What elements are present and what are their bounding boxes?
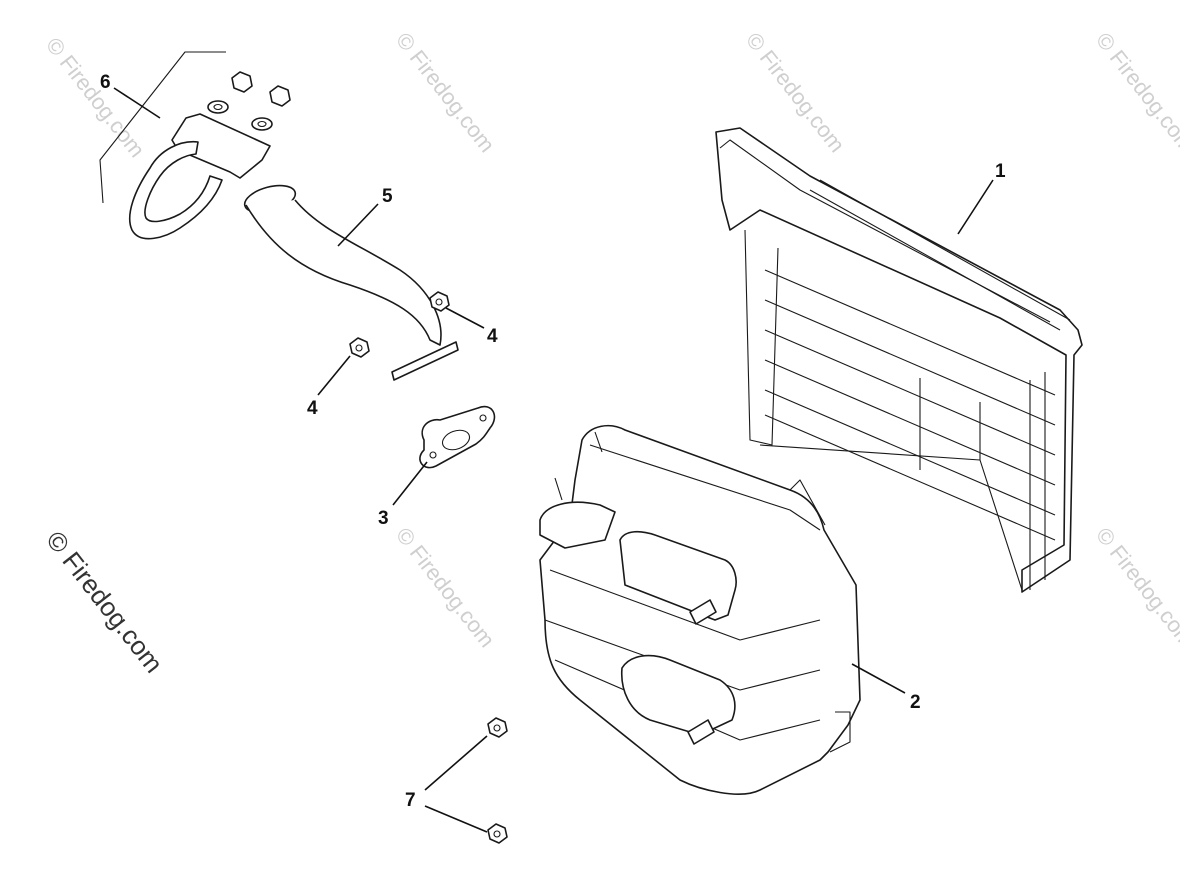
leader-lines	[113, 87, 994, 833]
washer-icon	[207, 100, 273, 131]
watermark-2: © Firedog.com	[391, 28, 500, 157]
part-7-nuts	[487, 717, 508, 844]
callout-2: 2	[910, 692, 921, 713]
leader-6	[113, 87, 161, 119]
leader-5	[337, 203, 379, 247]
part-2-muffler	[539, 424, 861, 795]
callout-3: 3	[378, 508, 389, 529]
leader-2	[851, 663, 906, 694]
leader-3	[392, 461, 428, 506]
watermark-main: © Firedog.com	[40, 525, 169, 678]
callout-5: 5	[382, 186, 393, 207]
callout-4b: 4	[307, 398, 318, 419]
leader-4b	[317, 355, 351, 396]
callout-7: 7	[405, 790, 416, 811]
guard-ribs	[764, 269, 1056, 590]
callout-1: 1	[995, 161, 1006, 182]
leader-1	[957, 179, 994, 235]
leader-7b	[424, 805, 488, 833]
watermark-3: © Firedog.com	[741, 28, 850, 157]
callout-6: 6	[100, 72, 111, 93]
nut-icon	[349, 337, 370, 358]
nut-icon	[429, 291, 450, 312]
part-1-muffler-guard	[715, 127, 1083, 593]
watermark-4: © Firedog.com	[1091, 28, 1180, 157]
part-4-nuts	[349, 291, 450, 358]
nut-icon	[231, 71, 291, 107]
nut-icon	[487, 823, 508, 844]
watermark-5: © Firedog.com	[391, 523, 500, 652]
leader-4a	[445, 307, 485, 329]
nut-icon	[487, 717, 508, 738]
watermark-7: © Firedog.com	[1091, 523, 1180, 652]
part-5-exhaust-pipe	[243, 184, 459, 381]
part-3-gasket	[419, 405, 496, 469]
leader-7a	[424, 735, 488, 791]
callout-4a: 4	[487, 326, 498, 347]
watermark-1: © Firedog.com	[41, 33, 150, 162]
callout-labels: 1 2 3 4 4 5 6 7	[100, 72, 1006, 811]
